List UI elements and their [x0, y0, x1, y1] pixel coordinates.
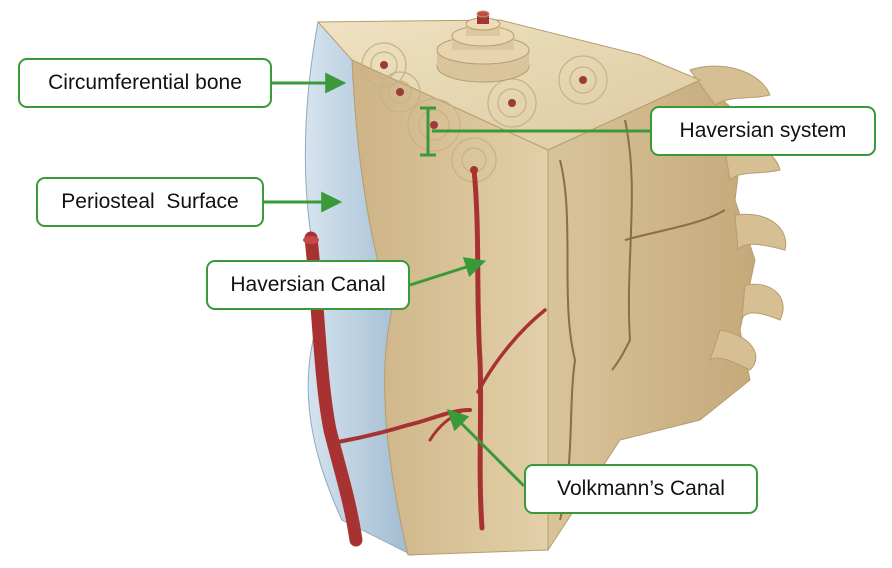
label-haversian-system: Haversian system — [650, 106, 876, 156]
haversian-system-bracket — [420, 106, 436, 157]
osteons — [361, 42, 608, 183]
label-volkmanns-canal: Volkmann’s Canal — [524, 464, 758, 514]
vessel-opening — [303, 236, 319, 244]
label-circumferential-bone: Circumferential bone — [18, 58, 272, 108]
label-arrows — [264, 72, 650, 488]
arrow-haversian-canal — [409, 257, 487, 287]
bone-front-face — [351, 59, 549, 556]
bone-top-face — [316, 19, 702, 151]
label-text: Haversian system — [679, 119, 847, 142]
arrow-volkmanns-canal — [447, 409, 526, 488]
side-face-canals — [559, 119, 726, 521]
label-text: Haversian Canal — [230, 273, 386, 296]
label-text: Circumferential bone — [48, 71, 242, 94]
haversian-system-model — [436, 10, 530, 83]
label-text: Volkmann’s Canal — [557, 477, 725, 500]
label-haversian-canal: Haversian Canal — [206, 260, 410, 310]
label-periosteal-surface: Periosteal Surface — [36, 177, 264, 227]
spongy-bone — [689, 65, 787, 371]
label-text: Periosteal Surface — [61, 190, 239, 213]
haversian-canal-openings — [380, 61, 587, 174]
